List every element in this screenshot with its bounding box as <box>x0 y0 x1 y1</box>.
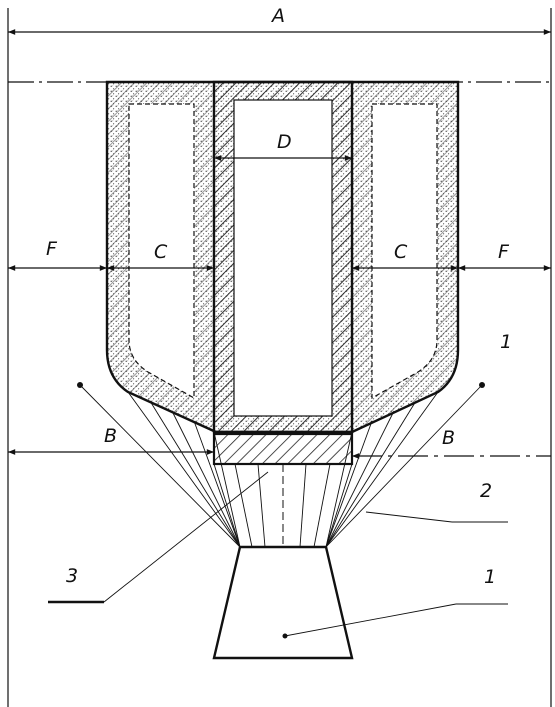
callout-2-label: 2 <box>480 480 492 502</box>
callout-1-upper: 1 <box>500 331 512 353</box>
dimension-row-fc: F C C F <box>8 238 551 271</box>
callout-1-upper-label: 1 <box>500 331 512 353</box>
label-a: A <box>270 5 285 27</box>
core-cavity <box>233 99 333 417</box>
label-b-right: B <box>442 427 455 449</box>
label-f-right: F <box>498 241 510 263</box>
ray-fan <box>127 391 439 548</box>
callout-1-lower: 1 <box>284 566 508 637</box>
lower-plate <box>212 432 354 466</box>
receiver-trapezoid <box>212 545 354 660</box>
dimension-d: D <box>214 131 352 161</box>
callout-3-label: 3 <box>66 565 78 587</box>
label-c-left: C <box>154 241 168 263</box>
left-chamber <box>128 103 195 400</box>
outer-frame <box>7 8 552 707</box>
callout-2: 2 <box>365 480 508 523</box>
source-line-left <box>79 384 241 548</box>
label-b-left: B <box>104 425 117 447</box>
label-d: D <box>277 131 292 153</box>
dimension-a: A <box>8 5 551 35</box>
callout-1-lower-label: 1 <box>484 566 496 588</box>
callout-3: 3 <box>48 471 269 604</box>
label-c-right: C <box>394 241 408 263</box>
label-f-left: F <box>46 238 58 260</box>
dimension-b: B B <box>8 425 551 459</box>
right-chamber <box>371 103 438 400</box>
source-line-right <box>325 384 483 548</box>
